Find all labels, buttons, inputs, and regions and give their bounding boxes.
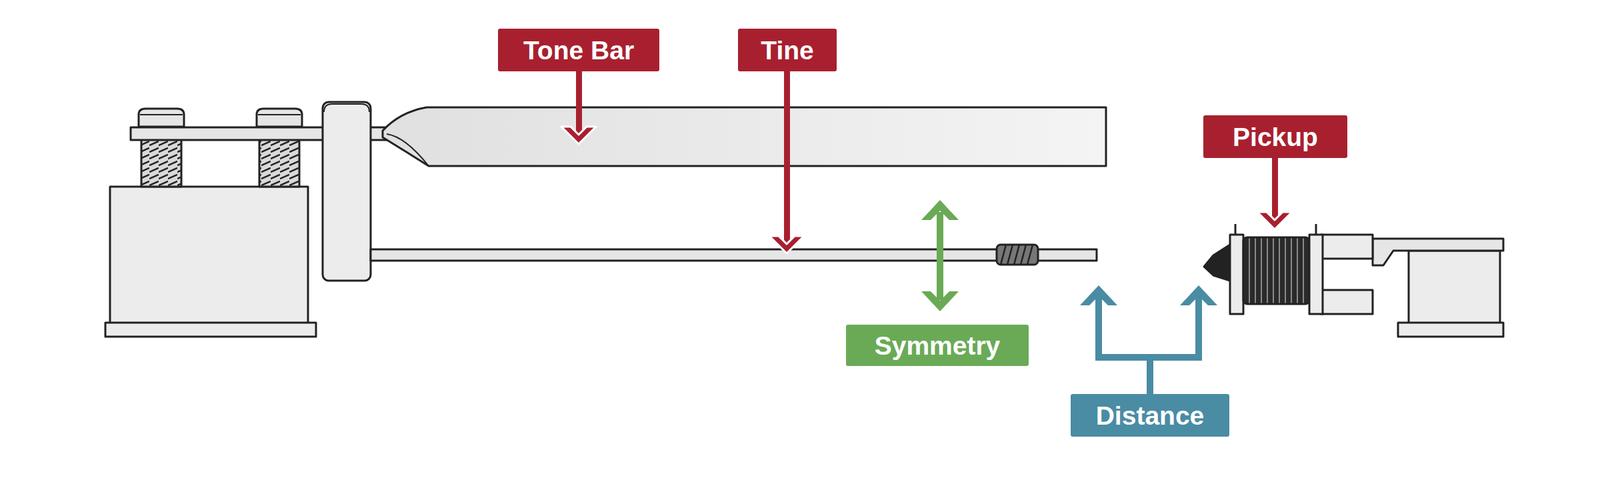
callout-label: Symmetry	[846, 324, 1029, 366]
label-text: Pickup	[1232, 124, 1318, 150]
callout-label: Tone Bar	[498, 28, 660, 72]
label-text: Distance	[1096, 402, 1205, 429]
callout-label: Tine	[738, 28, 837, 72]
label-text: Tone Bar	[523, 37, 634, 64]
callout-label: Pickup	[1203, 115, 1348, 158]
label-text: Symmetry	[874, 332, 1001, 359]
label-text: Tine	[760, 37, 814, 64]
callout-label: Distance	[1070, 394, 1230, 437]
